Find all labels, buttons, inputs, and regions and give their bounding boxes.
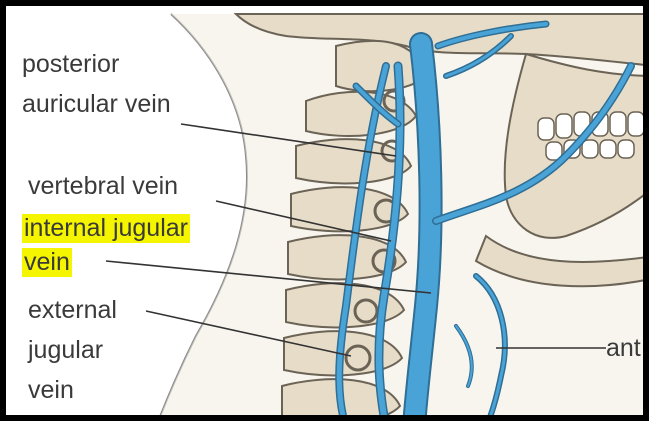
external-jugular-label-line3: vein [28,376,74,405]
internal-jugular-label-line2: vein [22,248,72,277]
internal-jugular-label-line1: internal jugular [22,214,190,243]
external-jugular-label-line1: external [28,296,117,325]
vertebral-vein-label: vertebral vein [28,172,178,201]
external-jugular-label-line2: jugular [28,336,103,365]
posterior-auricular-label-line1: posterior [22,50,119,79]
anterior-jugular-label-truncated: ant [606,334,641,363]
posterior-auricular-label-line2: auricular vein [22,90,171,119]
